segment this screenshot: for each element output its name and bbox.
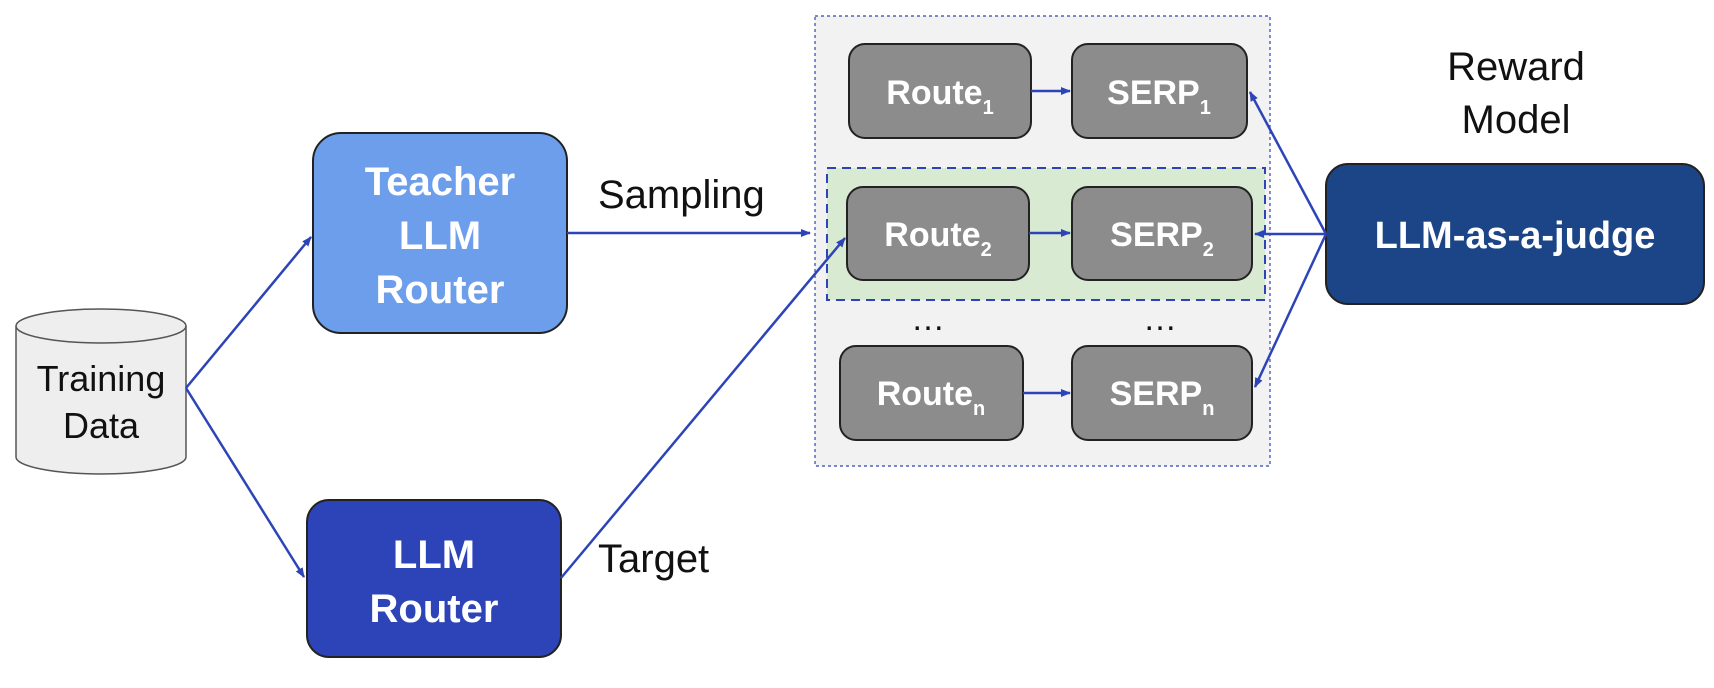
candidate-row-n: Routen SERPn (839, 345, 1253, 441)
serp-n-box (1071, 345, 1253, 441)
ellipsis-right: … (1143, 300, 1181, 338)
training-data-label-line1: Training (37, 358, 166, 399)
reward-model-label-line2: Model (1462, 98, 1571, 142)
arrow-judge-serp1 (1248, 91, 1328, 235)
candidate-row-2: Route2 SERP2 (846, 186, 1253, 281)
route-1-label: Route1 (886, 74, 993, 119)
route-n-label: Routen (877, 375, 986, 420)
llm-router-line1: LLM (393, 533, 475, 577)
llm-router-node: LLM Router (306, 499, 562, 658)
route-2-label: Route2 (884, 216, 991, 261)
teacher-llm-router-node: Teacher LLM Router (312, 132, 568, 334)
serp-2-box (1071, 186, 1253, 281)
llm-as-a-judge-node: LLM-as-a-judge (1325, 163, 1705, 305)
serp-1-label: SERP1 (1107, 74, 1211, 119)
serp-1-box (1071, 43, 1248, 139)
teacher-router-line3: Router (376, 268, 505, 312)
reward-model-label-line1: Reward (1447, 45, 1585, 89)
serp-n-label: SERPn (1110, 375, 1215, 420)
teacher-router-line2: LLM (399, 214, 481, 258)
judge-label: LLM-as-a-judge (1375, 215, 1656, 257)
training-data-label-line2: Data (63, 405, 140, 446)
llm-router-line2: Router (370, 587, 499, 631)
target-label: Target (598, 537, 709, 581)
arrow-data-to-teacher (185, 236, 312, 389)
training-data-cylinder: Training Data (15, 308, 187, 475)
sampling-label: Sampling (598, 173, 765, 217)
teacher-router-line1: Teacher (365, 160, 515, 204)
serp-2-label: SERP2 (1110, 216, 1214, 261)
arrow-judge-serpn (1253, 233, 1328, 388)
ellipsis-left: … (911, 300, 949, 338)
arrow-data-to-router (184, 387, 306, 578)
candidate-row-1: Route1 SERP1 (848, 43, 1248, 139)
arrow-router-target (560, 237, 846, 579)
